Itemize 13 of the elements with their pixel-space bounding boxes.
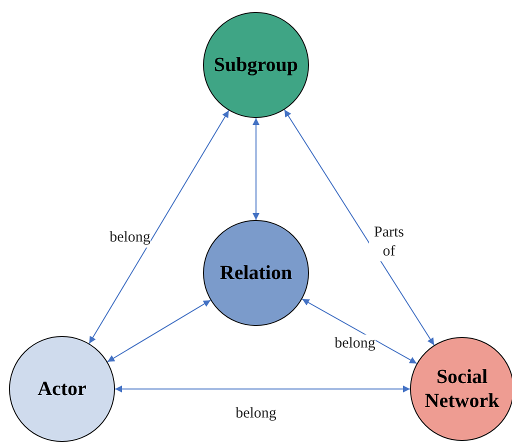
double-arrow: [252, 118, 260, 220]
node-label: Actor: [38, 377, 86, 401]
node-label: Subgroup: [214, 53, 298, 77]
edge-label: belong: [236, 404, 276, 424]
edge-label: belong: [110, 228, 150, 248]
edge-label: belong: [334, 334, 376, 354]
node-label: Social Network: [424, 365, 500, 413]
double-arrow: [88, 110, 230, 344]
double-arrow: [302, 298, 418, 364]
double-arrow: [284, 109, 435, 346]
double-arrow: [114, 386, 410, 392]
double-arrow: [107, 300, 211, 362]
node-label: Relation: [220, 261, 292, 285]
